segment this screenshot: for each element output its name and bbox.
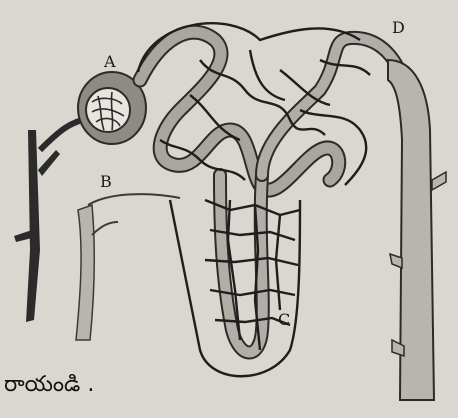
label-b: B	[100, 174, 112, 190]
caption-text: రాయండి .	[4, 372, 94, 402]
label-c: C	[278, 312, 290, 328]
label-d: D	[392, 20, 405, 36]
label-a: A	[104, 54, 116, 70]
